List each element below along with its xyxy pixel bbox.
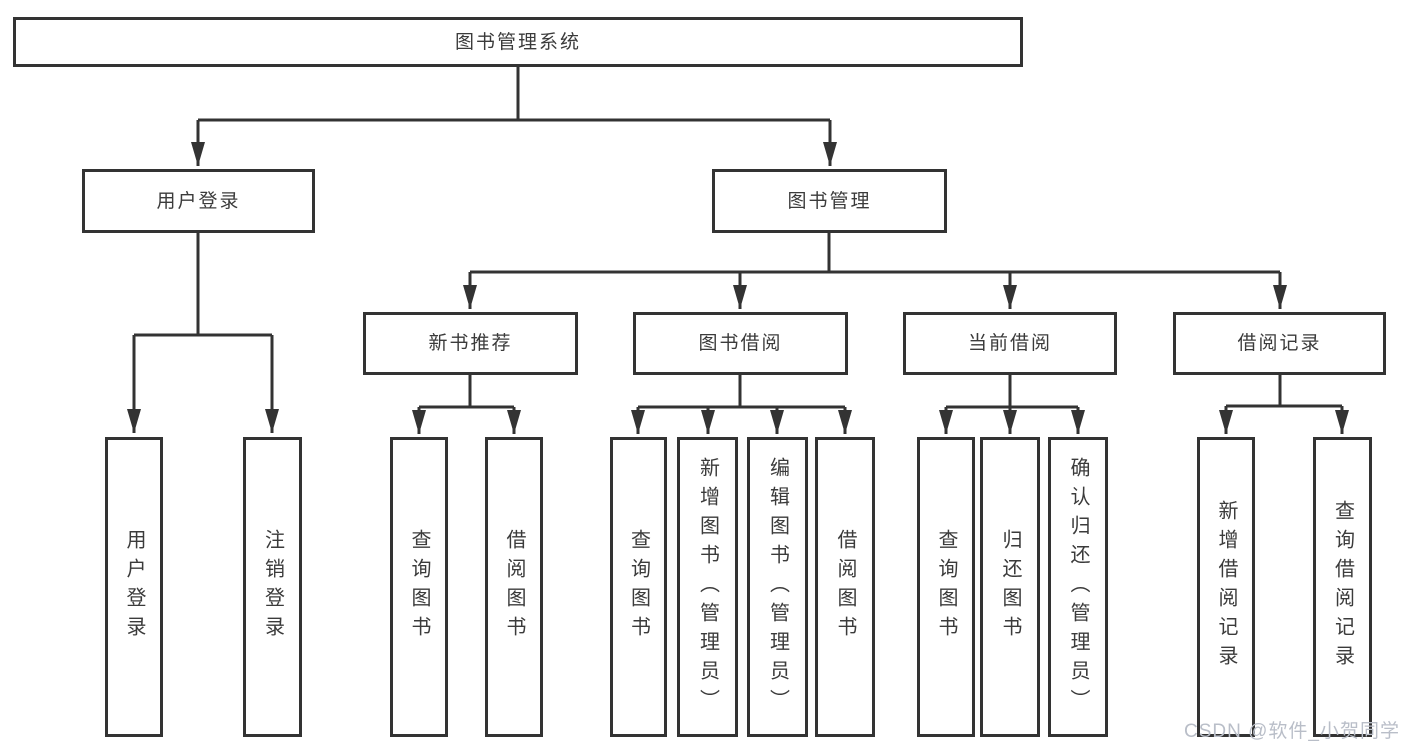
node-label: 图书管理 [787, 190, 872, 212]
node-user-login: 用户登录 [82, 169, 315, 233]
leaf-query-books-borrow: 查询图书 [610, 437, 667, 737]
leaf-edit-books-admin: 编辑图书（管理员） [747, 437, 808, 737]
leaf-confirm-return-admin: 确认归还（管理员） [1048, 437, 1108, 737]
leaf-user-login: 用户登录 [105, 437, 163, 737]
node-label: 借阅记录 [1237, 333, 1322, 354]
connector-book-management-children [463, 233, 1287, 309]
node-label: 图书管理系统 [454, 31, 581, 53]
leaf-logout: 注销登录 [243, 437, 302, 737]
node-label: 查询借阅记录 [1331, 500, 1354, 674]
node-label: 当前借阅 [967, 333, 1052, 354]
node-label: 新增借阅记录 [1215, 500, 1237, 674]
node-label: 借阅图书 [834, 529, 856, 645]
node-label: 新书推荐 [428, 333, 513, 354]
node-label: 借阅图书 [503, 529, 525, 645]
node-label: 查询图书 [627, 529, 650, 645]
connector-borrow-records-children [1219, 375, 1349, 434]
connector-root-to-level2 [191, 67, 837, 166]
node-label: 归还图书 [999, 529, 1021, 645]
connector-book-borrow-children [631, 375, 852, 434]
node-label: 用户登录 [156, 190, 241, 212]
leaf-borrow-books-recommend: 借阅图书 [485, 437, 543, 737]
leaf-add-borrow-record: 新增借阅记录 [1197, 437, 1255, 737]
node-label: 编辑图书（管理员） [766, 456, 789, 718]
node-borrowing-records: 借阅记录 [1173, 312, 1386, 375]
connector-new-book-children [412, 375, 521, 434]
leaf-borrow-books: 借阅图书 [815, 437, 875, 737]
node-new-book-recommendation: 新书推荐 [363, 312, 578, 375]
node-label: 新增图书（管理员） [696, 456, 719, 718]
leaf-query-borrow-record: 查询借阅记录 [1313, 437, 1372, 737]
node-library-management-system: 图书管理系统 [13, 17, 1023, 67]
node-book-management: 图书管理 [712, 169, 947, 233]
connector-user-login-children [127, 233, 279, 433]
leaf-return-books: 归还图书 [980, 437, 1040, 737]
leaf-query-books-current: 查询图书 [917, 437, 975, 737]
node-current-borrowing: 当前借阅 [903, 312, 1117, 375]
node-book-borrowing: 图书借阅 [633, 312, 848, 375]
leaf-query-books-recommend: 查询图书 [390, 437, 448, 737]
csdn-watermark: CSDN @软件_小贺同学 [1184, 721, 1400, 742]
node-label: 确认归还（管理员） [1067, 456, 1089, 718]
node-label: 注销登录 [261, 529, 284, 645]
node-label: 查询图书 [935, 529, 957, 645]
node-label: 查询图书 [408, 529, 430, 645]
node-label: 图书借阅 [698, 333, 783, 354]
leaf-add-books-admin: 新增图书（管理员） [677, 437, 738, 737]
connector-current-borrow-children [939, 375, 1085, 434]
node-label: 用户登录 [123, 529, 145, 645]
